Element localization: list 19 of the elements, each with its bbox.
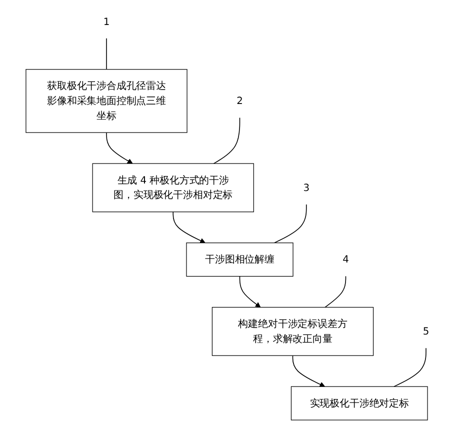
connector bbox=[213, 117, 240, 164]
connector bbox=[106, 38, 108, 70]
arrow bbox=[172, 211, 206, 244]
arrow bbox=[239, 276, 261, 308]
arrow bbox=[292, 355, 326, 387]
node-text: 1 bbox=[103, 15, 110, 28]
node-text: 3 bbox=[303, 182, 310, 194]
node-box: 构建绝对干涉定标误差方程，求解改正向量 bbox=[212, 306, 374, 356]
node-text: 5 bbox=[422, 325, 430, 338]
node-box: 实现极化干涉绝对定标 bbox=[291, 386, 428, 420]
connector bbox=[324, 276, 346, 308]
connector bbox=[394, 348, 427, 387]
node-box: 获取极化干涉合成孔径雷达影像和采集地面控制点三维坐标 bbox=[26, 69, 188, 133]
node-box: 干涉图相位解缠 bbox=[186, 242, 294, 277]
arrow bbox=[106, 132, 133, 164]
connector bbox=[274, 204, 307, 244]
node-text: 2 bbox=[236, 94, 244, 107]
node-box: 生成 4 种极化方式的干涉图，实现极化干涉相对定标 bbox=[92, 163, 254, 212]
node-text: 4 bbox=[342, 253, 350, 266]
